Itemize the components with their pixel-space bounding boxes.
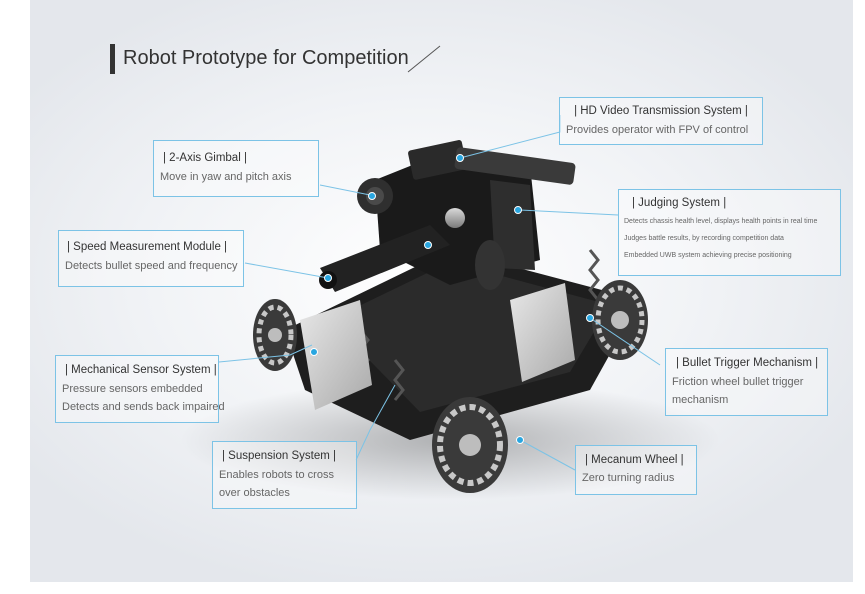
armor-plate-left (300, 300, 372, 410)
title-slash-decoration (407, 45, 441, 73)
callout-text: mechanism (672, 394, 729, 406)
callout-text: Detects and sends back impaired (62, 401, 225, 413)
callout-sensor: | Mechanical Sensor System | Pressure se… (55, 355, 225, 423)
title-text: Robot Prototype for Competition (123, 47, 409, 69)
callout-hd-video: | HD Video Transmission System | Provide… (559, 97, 763, 145)
callout-text: over obstacles (219, 487, 290, 499)
callout-heading: | 2-Axis Gimbal | (163, 152, 247, 164)
callout-text: Pressure sensors embedded (62, 383, 203, 395)
barrel (320, 225, 450, 292)
callout-text: Move in yaw and pitch axis (160, 171, 292, 183)
callout-suspension: | Suspension System | Enables robots to … (212, 441, 357, 509)
callout-text: Friction wheel bullet trigger (672, 376, 804, 388)
wheel-rear-left (253, 299, 297, 371)
wheel-front-left (432, 397, 508, 493)
callout-heading: | Judging System | (632, 197, 727, 209)
callout-text: Zero turning radius (582, 472, 675, 484)
callout-heading: | Suspension System | (222, 450, 337, 462)
callout-speed: | Speed Measurement Module | Detects bul… (58, 230, 244, 287)
callout-text: Judges battle results, by recording comp… (624, 235, 784, 242)
callout-heading: | Mecanum Wheel | (585, 454, 684, 466)
callout-heading: | Bullet Trigger Mechanism | (676, 357, 819, 369)
callout-heading: | HD Video Transmission System | (574, 105, 748, 117)
armor-plate-right (510, 283, 575, 382)
callout-lines (218, 115, 661, 471)
callout-text: Provides operator with FPV of control (566, 124, 749, 136)
callout-judging: | Judging System | Detects chassis healt… (618, 189, 841, 276)
callout-text: Enables robots to cross (219, 469, 334, 481)
callout-trigger: | Bullet Trigger Mechanism | Friction wh… (665, 348, 828, 416)
robot-illustration (180, 140, 720, 500)
wheel-front-right (592, 280, 648, 360)
diagram-canvas: Robot Prototype for Competition | HD Vid… (30, 0, 853, 582)
callout-text: Embedded UWB system achieving precise po… (624, 252, 792, 259)
callout-text: Detects bullet speed and frequency (65, 260, 238, 272)
wheel-rear-right (475, 240, 505, 290)
callout-text: Detects chassis health level, displays h… (624, 218, 818, 225)
callout-mecanum: | Mecanum Wheel | Zero turning radius (575, 445, 697, 495)
callout-heading: | Speed Measurement Module | (67, 241, 228, 253)
title-accent-bar (110, 44, 115, 74)
callout-heading: | Mechanical Sensor System | (65, 364, 217, 376)
callout-gimbal: | 2-Axis Gimbal | Move in yaw and pitch … (153, 140, 319, 197)
